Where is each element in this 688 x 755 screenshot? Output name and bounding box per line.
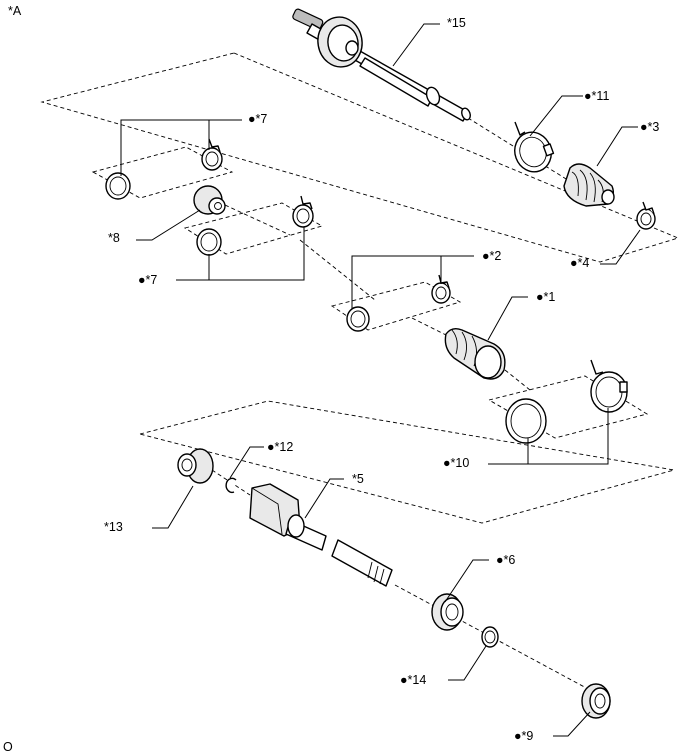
label-10: ●*10 [443, 456, 469, 470]
label-4: ●*4 [570, 256, 589, 270]
part-5-inboard-joint [249, 483, 393, 587]
part-10-boot-band-b [590, 359, 628, 413]
label-8: *8 [108, 231, 120, 245]
label-11: ●*11 [584, 89, 609, 103]
label-15: *15 [447, 16, 466, 30]
part-4-clamp [636, 201, 656, 230]
assembly-guide-lines [40, 52, 680, 691]
part-7-clamp-c [196, 228, 222, 256]
part-14-snap-ring [481, 626, 499, 648]
part-2-clamp-a [346, 306, 370, 332]
part-3-outboard-boot [563, 163, 615, 207]
label-9: ●*9 [514, 729, 533, 743]
leader-lines [120, 23, 641, 737]
part-1-inboard-boot [444, 327, 506, 380]
label-1: ●*1 [536, 290, 555, 304]
part-11-boot-clamp [514, 121, 555, 173]
part-7-clamp-b [201, 138, 223, 171]
label-7-top: ●*7 [248, 112, 267, 126]
part-12-snap-ring [225, 477, 237, 494]
label-13: *13 [104, 520, 123, 534]
part-10-boot-band-a [505, 398, 547, 444]
callout-labels: *A *15 ●*11 ●*3 ●*7 *8 ●*4 ●*2 ●*7 ●*1 ●… [3, 4, 659, 754]
part-15-drive-shaft [292, 8, 471, 122]
view-label: *A [8, 4, 22, 18]
label-7-bottom: ●*7 [138, 273, 157, 287]
label-6: ●*6 [496, 553, 515, 567]
label-2: ●*2 [482, 249, 501, 263]
label-3: ●*3 [640, 120, 659, 134]
label-12: ●*12 [267, 440, 293, 454]
part-8-dynamic-damper [193, 185, 226, 215]
part-9-dust-seal [581, 683, 611, 719]
part-6-bearing [431, 593, 464, 631]
label-5: *5 [352, 472, 364, 486]
label-14: ●*14 [400, 673, 426, 687]
part-7-clamp-a [105, 172, 131, 200]
part-7-clamp-d [292, 195, 314, 228]
footer-code: O [3, 740, 13, 754]
part-13-tripod-joint [177, 448, 214, 484]
